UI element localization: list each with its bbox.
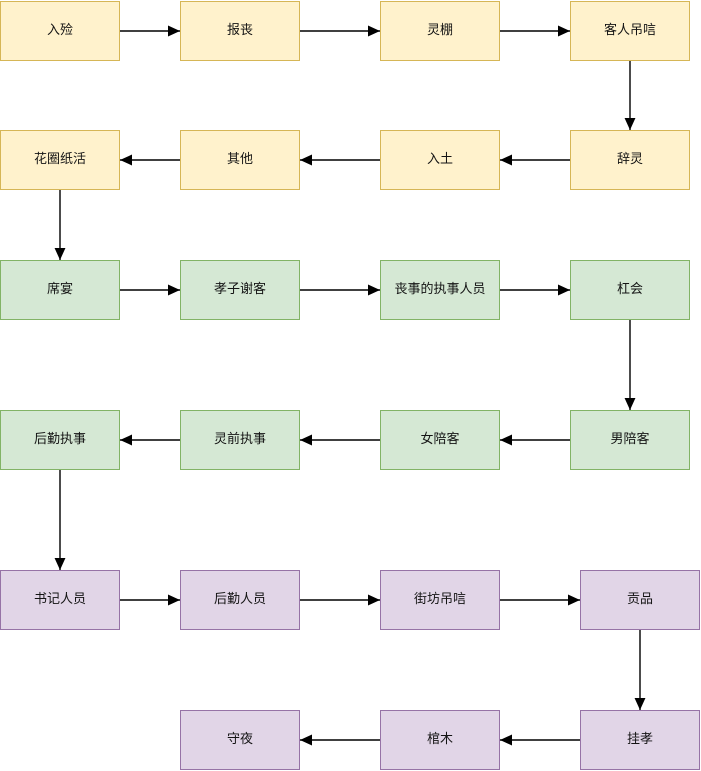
flow-node[interactable]: 丧事的执事人员 <box>380 260 500 320</box>
flow-node-label: 花圈纸活 <box>33 152 86 168</box>
flow-node-label: 街坊吊唁 <box>413 592 466 608</box>
flow-node-label: 其他 <box>226 152 253 168</box>
flow-node[interactable]: 女陪客 <box>380 410 500 470</box>
flow-node[interactable]: 街坊吊唁 <box>380 570 500 630</box>
flow-node-label: 客人吊唁 <box>603 23 656 39</box>
flow-node[interactable]: 挂孝 <box>580 710 700 770</box>
flow-node-label: 入殓 <box>46 23 73 39</box>
flow-node-label: 后勤执事 <box>33 432 86 448</box>
flow-node[interactable]: 棺木 <box>380 710 500 770</box>
flow-node[interactable]: 孝子谢客 <box>180 260 300 320</box>
flow-node[interactable]: 花圈纸活 <box>0 130 120 190</box>
flow-node[interactable]: 贡品 <box>580 570 700 630</box>
flow-node-label: 守夜 <box>226 732 253 748</box>
flow-node-label: 席宴 <box>46 282 73 298</box>
flow-node-label: 挂孝 <box>626 732 653 748</box>
flow-node-label: 女陪客 <box>420 432 460 448</box>
flow-node[interactable]: 入殓 <box>0 1 120 61</box>
flow-node-label: 书记人员 <box>33 592 86 608</box>
flow-node[interactable]: 客人吊唁 <box>570 1 690 61</box>
flow-node[interactable]: 后勤执事 <box>0 410 120 470</box>
flow-node-label: 入土 <box>426 152 453 168</box>
flow-node-label: 贡品 <box>626 592 653 608</box>
flow-node[interactable]: 席宴 <box>0 260 120 320</box>
flow-node-label: 辞灵 <box>616 152 643 168</box>
flow-node[interactable]: 灵棚 <box>380 1 500 61</box>
flow-node-label: 丧事的执事人员 <box>394 282 486 298</box>
flow-node-label: 棺木 <box>426 732 453 748</box>
flow-node-label: 后勤人员 <box>213 592 266 608</box>
flow-node-label: 杠会 <box>616 282 643 298</box>
flow-node[interactable]: 守夜 <box>180 710 300 770</box>
flow-node-label: 男陪客 <box>610 432 650 448</box>
flow-node[interactable]: 灵前执事 <box>180 410 300 470</box>
flow-node-label: 灵前执事 <box>213 432 266 448</box>
flow-node[interactable]: 入土 <box>380 130 500 190</box>
flow-node[interactable]: 报丧 <box>180 1 300 61</box>
flow-node[interactable]: 后勤人员 <box>180 570 300 630</box>
flow-node[interactable]: 辞灵 <box>570 130 690 190</box>
flow-node[interactable]: 书记人员 <box>0 570 120 630</box>
flow-node-label: 孝子谢客 <box>213 282 266 298</box>
flow-node[interactable]: 杠会 <box>570 260 690 320</box>
flow-node[interactable]: 其他 <box>180 130 300 190</box>
flow-node-label: 报丧 <box>226 23 253 39</box>
flow-node[interactable]: 男陪客 <box>570 410 690 470</box>
flow-node-label: 灵棚 <box>426 23 453 39</box>
